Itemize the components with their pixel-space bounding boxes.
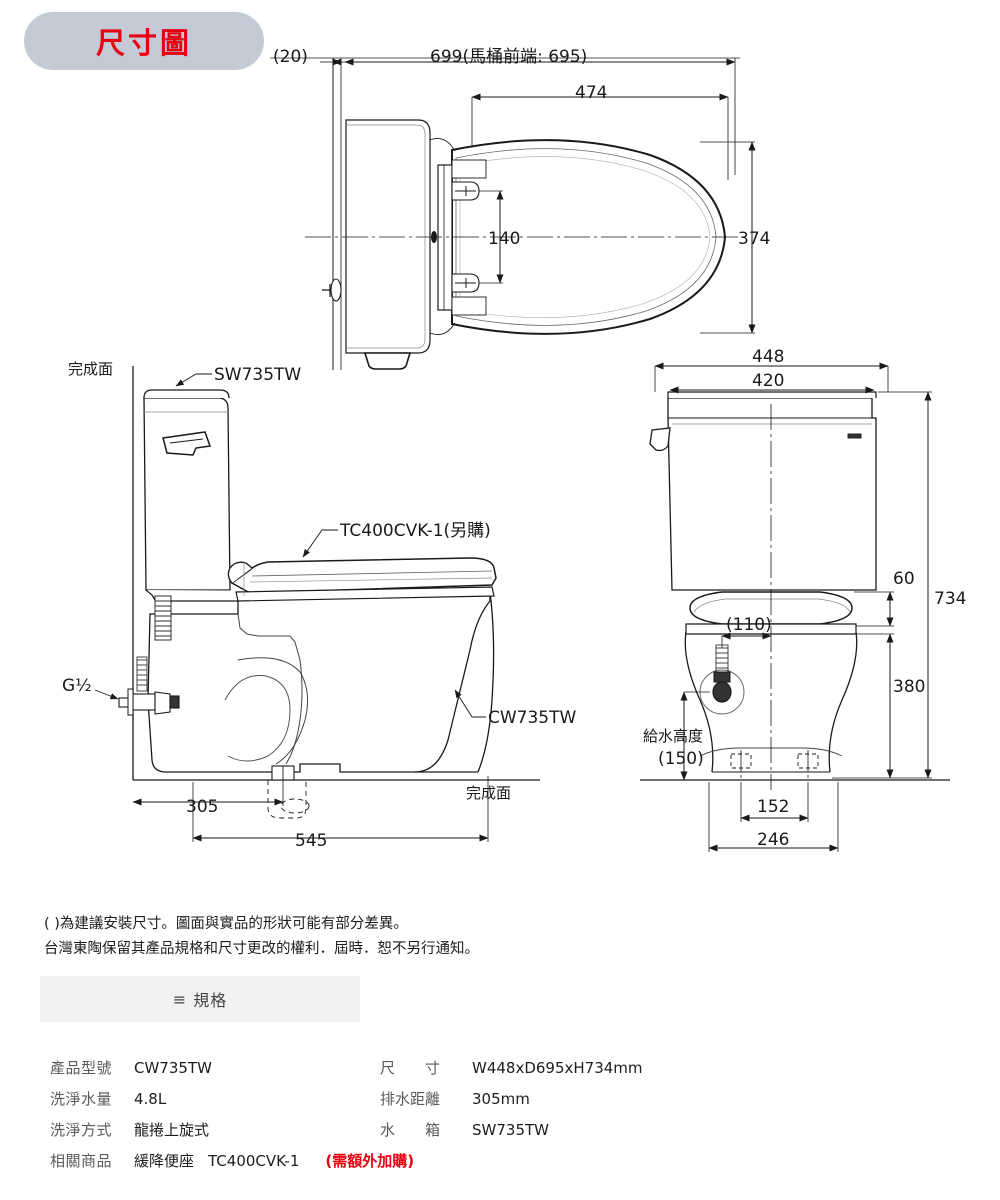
technical-drawing: (20) 699(馬桶前端: 695) 474 140 374 完成面 SW73… <box>62 47 966 852</box>
spec-value-tank: SW735TW <box>472 1120 549 1139</box>
disclaimer-notes: ( )為建議安裝尺寸。圖面與實品的形狀可能有部分差異。 台灣東陶保留其產品規格和… <box>44 912 764 963</box>
spec-value-dimensions: W448xD695xH734mm <box>472 1058 643 1077</box>
spec-key-dimensions: 尺 寸 <box>380 1059 441 1077</box>
table-row: 產品型號 CW735TW 尺 寸 W448xD695xH734mm <box>50 1052 710 1083</box>
dim-seat-height: 380 <box>893 677 925 697</box>
dim-depth-total: 699(馬桶前端: 695) <box>430 47 587 67</box>
spec-key-related: 相關商品 <box>50 1152 113 1170</box>
spec-value-rough-in: 305mm <box>472 1089 530 1108</box>
dim-supply-height: (150) <box>658 749 704 769</box>
dim-supply-offset: (110) <box>726 615 772 635</box>
table-row: 洗淨方式 龍捲上旋式 水 箱 SW735TW <box>50 1114 710 1145</box>
spec-value-model: CW735TW <box>134 1058 212 1077</box>
dim-feet-outer: 246 <box>757 830 789 850</box>
hamburger-icon: ≡ <box>172 989 194 1009</box>
page-title: 尺寸圖 <box>95 26 192 60</box>
spec-key-tank: 水 箱 <box>380 1121 441 1139</box>
top-view-group <box>270 57 756 370</box>
dimension-drawing-badge: 尺寸圖 <box>24 12 264 70</box>
front-view-group <box>640 362 950 852</box>
spec-key-model: 產品型號 <box>50 1059 113 1077</box>
spec-key-water-volume: 洗淨水量 <box>50 1090 113 1108</box>
side-view-group <box>94 366 540 842</box>
dim-depth-floor: 545 <box>295 831 327 851</box>
dim-seat-thickness: 60 <box>893 569 915 589</box>
spec-value-related-model: TC400CVK-1 <box>208 1151 300 1170</box>
dim-width-total: 448 <box>752 347 784 367</box>
table-row: 洗淨水量 4.8L 排水距離 305mm <box>50 1083 710 1114</box>
label-supply-height: 給水高度 <box>643 727 703 745</box>
spec-section-header: ≡ 規格 <box>40 976 360 1022</box>
label-finished-face-top: 完成面 <box>68 360 113 378</box>
callout-tank: SW735TW <box>214 365 301 385</box>
dim-height-total: 734 <box>934 589 966 609</box>
label-supply-thread: G½ <box>62 676 92 696</box>
dim-width-tank: 420 <box>752 371 784 391</box>
dim-rough-in: 305 <box>186 797 218 817</box>
callout-seat: TC400CVK-1(另購) <box>339 521 491 541</box>
dim-feet-inner: 152 <box>757 797 789 817</box>
dim-bolt-spacing: 140 <box>488 229 520 249</box>
specification-table: 產品型號 CW735TW 尺 寸 W448xD695xH734mm 洗淨水量 4… <box>50 1052 710 1176</box>
dim-seat-width: 374 <box>738 229 770 249</box>
note-line-2: 台灣東陶保留其產品規格和尺寸更改的權利．屆時．恕不另行通知。 <box>44 941 479 958</box>
spec-section-title: 規格 <box>193 991 228 1010</box>
dim-seat-depth: 474 <box>575 83 607 103</box>
spec-value-flush-type: 龍捲上旋式 <box>134 1121 210 1139</box>
spec-key-rough-in: 排水距離 <box>380 1090 441 1108</box>
label-finished-face-floor: 完成面 <box>466 784 511 802</box>
spec-value-water-volume: 4.8L <box>134 1089 167 1108</box>
note-line-1: ( )為建議安裝尺寸。圖面與實品的形狀可能有部分差異。 <box>44 916 408 932</box>
spec-value-related-name: 緩降便座 <box>134 1152 195 1170</box>
callout-bowl: CW735TW <box>488 708 577 728</box>
dim-wall-offset: (20) <box>273 47 308 67</box>
spec-related-purchase-note: (需額外加購) <box>325 1152 415 1170</box>
table-row-related-product: 相關商品 緩降便座 TC400CVK-1 (需額外加購) <box>50 1145 710 1176</box>
spec-key-flush-type: 洗淨方式 <box>50 1121 113 1139</box>
